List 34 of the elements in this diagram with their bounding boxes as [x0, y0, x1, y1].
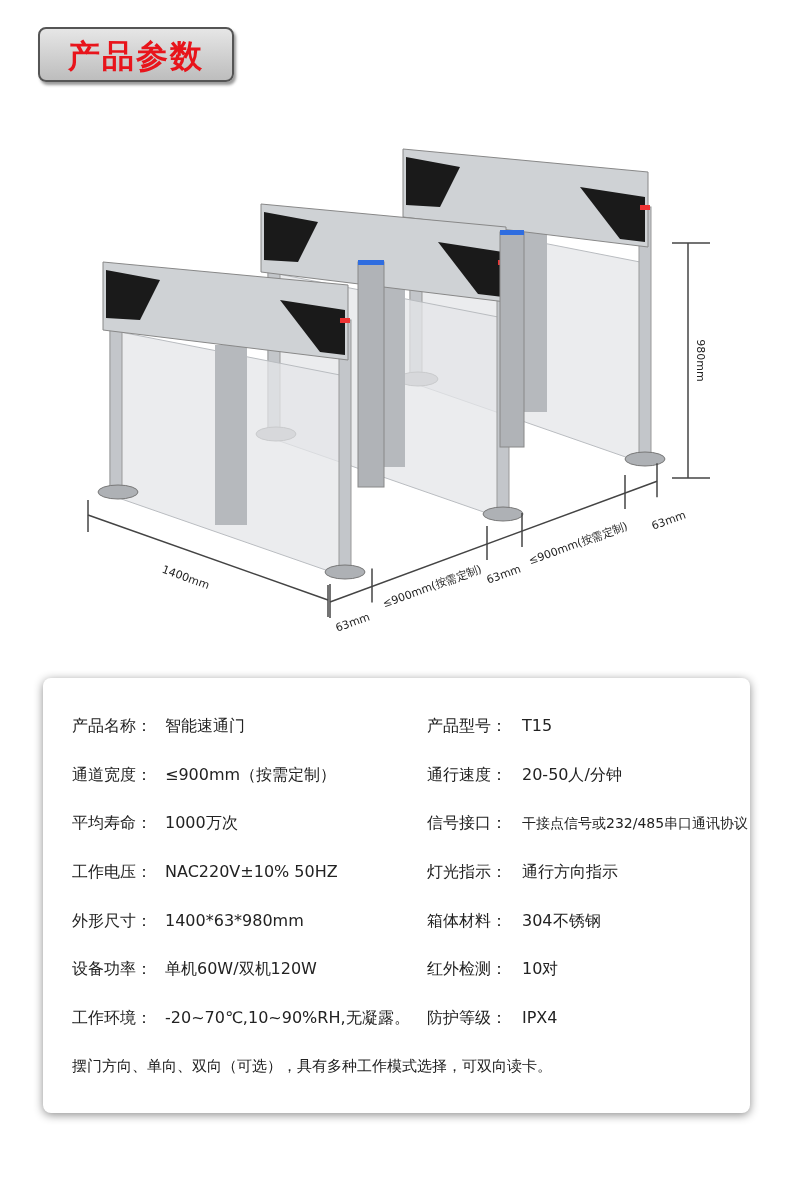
- spec-label: 设备功率：: [72, 959, 152, 979]
- spec-value: 单机60W/双机120W: [165, 959, 317, 979]
- dimension-label: 980mm: [693, 338, 707, 382]
- spec-label: 工作环境：: [72, 1008, 152, 1028]
- spec-value: IPX4: [522, 1008, 558, 1028]
- spec-value: T15: [522, 716, 553, 736]
- spec-value: ≤900mm（按需定制）: [165, 765, 337, 785]
- spec-value: 智能速通门: [165, 716, 245, 736]
- spec-value: 通行方向指示: [522, 862, 618, 882]
- spec-value: 1000万次: [165, 813, 238, 833]
- dimension-label: 63mm: [333, 609, 372, 635]
- spec-label: 产品型号：: [427, 716, 507, 736]
- note-text: 摆门方向、单向、双向（可选），具有多种工作模式选择，可双向读卡。: [72, 1056, 552, 1076]
- spec-value: 1400*63*980mm: [165, 911, 304, 931]
- spec-label: 工作电压：: [72, 862, 152, 882]
- spec-label: 防护等级：: [427, 1008, 507, 1028]
- spec-label: 平均寿命：: [72, 813, 152, 833]
- spec-value: 干接点信号或232/485串口通讯协议: [522, 814, 749, 833]
- dimension-label: 63mm: [649, 507, 688, 533]
- spec-value: -20~70℃,10~90%RH,无凝露。: [165, 1008, 410, 1028]
- spec-label: 信号接口：: [427, 813, 507, 833]
- spec-label: 箱体材料：: [427, 911, 507, 931]
- spec-label: 红外检测：: [427, 959, 507, 979]
- dimension-label: 63mm: [484, 561, 523, 587]
- spec-label: 通行速度：: [427, 765, 507, 785]
- spec-value: 20-50人/分钟: [522, 765, 622, 785]
- spec-label: 外形尺寸：: [72, 911, 152, 931]
- spec-label: 灯光指示：: [427, 862, 507, 882]
- spec-value: NAC220V±10% 50HZ: [165, 862, 338, 882]
- spec-label: 通道宽度：: [72, 765, 152, 785]
- spec-value: 10对: [522, 959, 559, 979]
- section-title: 产品参数: [38, 27, 234, 82]
- spec-value: 304不锈钢: [522, 911, 601, 931]
- spec-label: 产品名称：: [72, 716, 152, 736]
